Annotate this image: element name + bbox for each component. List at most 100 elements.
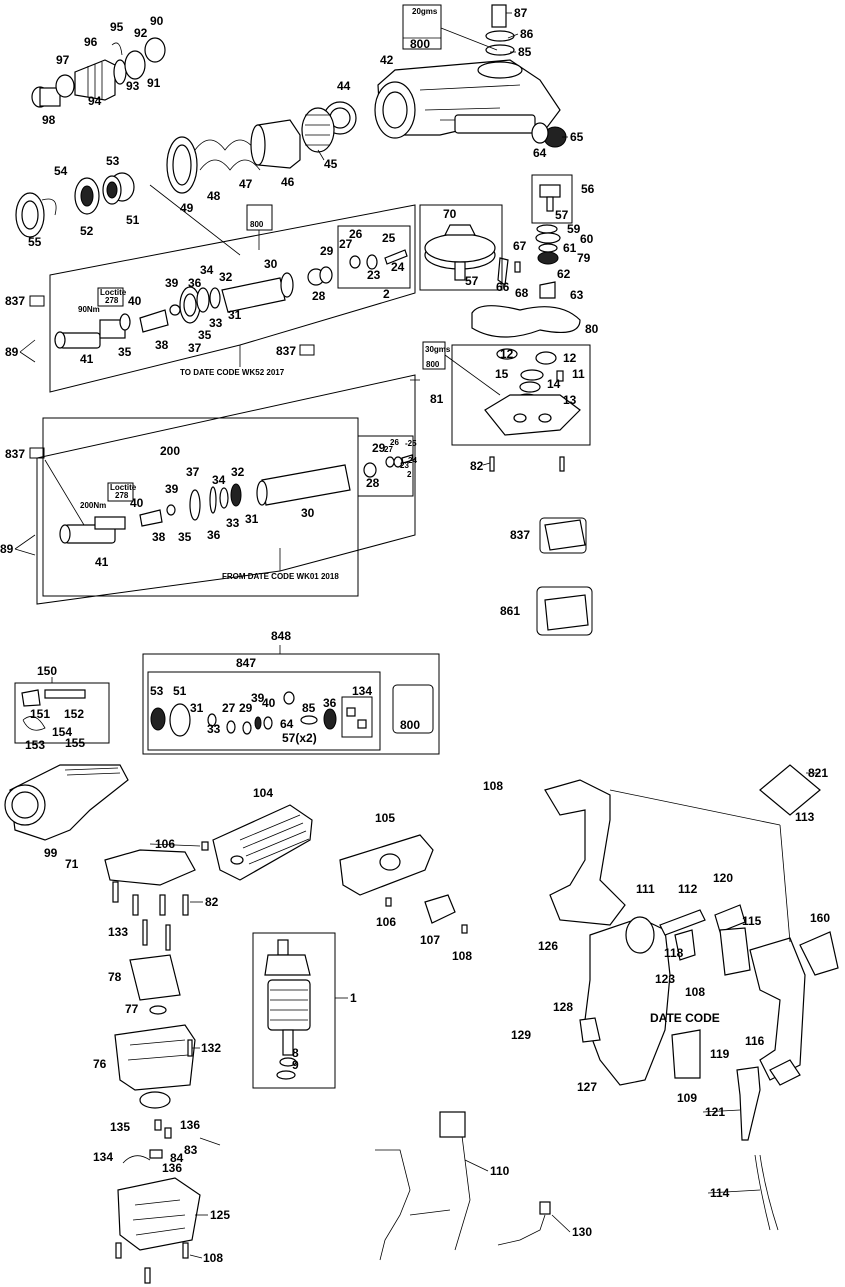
label-36c: 36 (323, 696, 337, 710)
label-847: 847 (236, 656, 256, 670)
label-39c: 39 (251, 691, 265, 705)
sub-box-848 (142, 653, 440, 755)
label-41b: 41 (95, 555, 109, 569)
handle-housings (544, 764, 839, 1141)
label-36: 36 (188, 276, 202, 290)
label-89: 89 (5, 345, 19, 359)
label-55: 55 (28, 235, 42, 249)
grease4-num: 800 (400, 718, 420, 732)
label-128: 128 (553, 1000, 573, 1014)
bearing-plate-81 (484, 348, 581, 436)
label-37b: 37 (186, 465, 200, 479)
label-80: 80 (585, 322, 599, 336)
label-27c: 27 (222, 701, 236, 715)
label-121: 121 (705, 1105, 725, 1119)
label-837a: 837 (5, 294, 25, 308)
label-89b: 89 (0, 542, 14, 556)
grease-box-4 (392, 684, 434, 734)
label-53: 53 (106, 154, 120, 168)
sub-box-70 (419, 204, 503, 291)
label-31c: 31 (190, 701, 204, 715)
label-92: 92 (134, 26, 148, 40)
label-97: 97 (56, 53, 70, 67)
label-56: 56 (581, 182, 595, 196)
loctite2-num: 278 (115, 491, 129, 500)
grease1-num: 800 (410, 37, 430, 51)
case-861 (544, 594, 589, 631)
label-200: 200 (160, 444, 180, 458)
cord-114-b (759, 1154, 779, 1231)
label-32: 32 (219, 270, 233, 284)
tag-837-icons (29, 295, 587, 554)
depth-rod-150 (21, 689, 86, 731)
label-130: 130 (572, 1225, 592, 1239)
label-29c: 29 (239, 701, 253, 715)
label-42: 42 (380, 53, 394, 67)
label-36b: 36 (207, 528, 221, 542)
covers-104-105-107 (201, 804, 468, 934)
label-91: 91 (147, 76, 161, 90)
screw-82-b (559, 456, 565, 472)
gear-70 (424, 224, 496, 281)
label-35: 35 (198, 328, 212, 342)
sub-box-200 (42, 417, 359, 597)
label-112: 112 (678, 882, 698, 896)
label-77: 77 (125, 1002, 139, 1016)
label-13: 13 (563, 393, 577, 407)
label-12a: 12 (500, 347, 514, 361)
label-106: 106 (155, 837, 175, 851)
label-110: 110 (490, 1164, 510, 1178)
label-136: 136 (180, 1118, 200, 1132)
label-87: 87 (514, 6, 528, 20)
cord-114 (754, 1154, 771, 1231)
label-52: 52 (80, 224, 94, 238)
label-108a: 108 (203, 1251, 223, 1265)
label-837d: 837 (510, 528, 530, 542)
label-28b: 28 (366, 476, 380, 490)
label-8: 8 (292, 1046, 299, 1060)
label-68: 68 (515, 286, 529, 300)
date-code-note: DATE CODE (650, 1011, 720, 1025)
label-27b: 27 (384, 445, 393, 454)
label-39b: 39 (165, 482, 179, 496)
label-60: 60 (580, 232, 594, 246)
label-25b: -25 (405, 439, 417, 448)
label-2: 2 (383, 287, 390, 301)
grease-box-2 (246, 204, 273, 231)
label-96: 96 (84, 35, 98, 49)
label-107: 107 (420, 933, 440, 947)
label-64: 64 (533, 146, 547, 160)
label-837c: 837 (5, 447, 25, 461)
label-119: 119 (710, 1047, 730, 1061)
wire-130 (497, 1214, 546, 1246)
label-108c: 108 (483, 779, 503, 793)
loctite1-text: Loctite (100, 288, 127, 297)
label-861: 861 (500, 604, 520, 618)
label-118: 118 (664, 946, 684, 960)
label-86: 86 (520, 27, 534, 41)
label-38: 38 (155, 338, 169, 352)
label-46: 46 (281, 175, 295, 189)
label-47: 47 (239, 177, 253, 191)
label-125: 125 (210, 1208, 230, 1222)
label-136b: 136 (162, 1161, 182, 1175)
label-57c: 57(x2) (282, 731, 317, 745)
grease3-text: 30gms (425, 345, 451, 354)
label-134b: 134 (93, 1150, 113, 1164)
label-2b: 2 (407, 470, 412, 479)
label-40: 40 (128, 294, 142, 308)
loctite-box-1 (97, 287, 124, 307)
label-29: 29 (320, 244, 334, 258)
plug-130 (539, 1201, 551, 1215)
clutch-group (15, 172, 135, 238)
motor-gear-parts (497, 184, 561, 299)
label-1: 1 (350, 991, 357, 1005)
case-861-frame (536, 586, 593, 636)
label-38b: 38 (152, 530, 166, 544)
sub-box-150 (14, 682, 110, 744)
label-129: 129 (511, 1028, 531, 1042)
label-155: 155 (65, 736, 85, 750)
label-78: 78 (108, 970, 122, 984)
label-12b: 12 (563, 351, 577, 365)
